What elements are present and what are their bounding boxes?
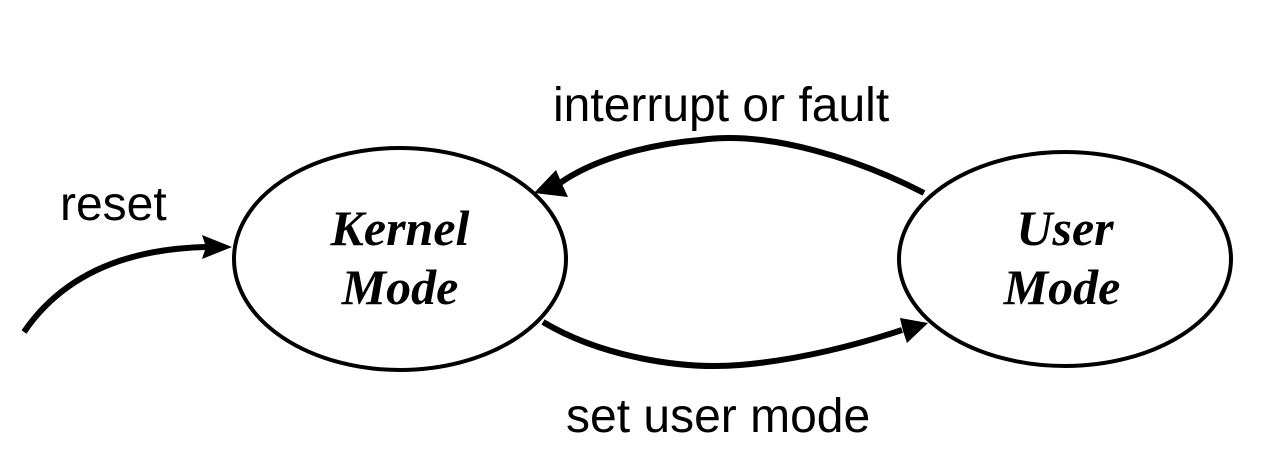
- set-user-mode-arrow: [541, 319, 903, 369]
- reset-label: reset: [60, 178, 167, 231]
- kernel-mode-ellipse: [232, 146, 568, 372]
- interrupt-transition: interrupt or fault: [534, 79, 926, 197]
- set-user-mode-label: set user mode: [566, 390, 870, 443]
- interrupt-arrowhead: [534, 170, 568, 197]
- reset-arrow: [21, 244, 207, 334]
- kernel-mode-label-line1: Kernel: [330, 200, 470, 256]
- user-mode-ellipse: [897, 150, 1233, 368]
- kernel-mode-label-line2: Mode: [341, 259, 459, 315]
- user-mode-label-line2: Mode: [1003, 259, 1121, 315]
- user-mode-label-line1: User: [1016, 200, 1114, 256]
- interrupt-arrow: [558, 135, 926, 196]
- reset-transition: reset: [21, 178, 232, 334]
- reset-arrowhead: [202, 235, 232, 259]
- set-user-mode-arrowhead: [900, 318, 928, 343]
- user-mode-state: User Mode: [897, 150, 1233, 368]
- kernel-mode-state: Kernel Mode: [232, 146, 568, 372]
- set-user-mode-transition: set user mode: [541, 318, 928, 443]
- interrupt-label: interrupt or fault: [553, 79, 889, 132]
